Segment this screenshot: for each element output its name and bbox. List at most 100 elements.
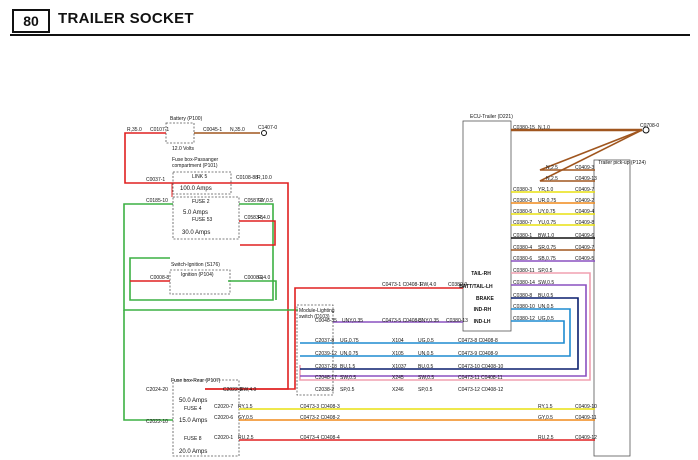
- fuse2-label: FUSE 53: [192, 217, 213, 223]
- module-c: C0048-35: [315, 318, 337, 324]
- fusebox-pass-c-right: C0108-88: [236, 175, 258, 181]
- ignition-title: Switch-Ignition (S176): [171, 262, 220, 268]
- battery-volts: 12.0 Volts: [172, 146, 194, 152]
- ecu-row-connector: C0380-6: [513, 256, 532, 262]
- ecu-c-in: C0380-9: [448, 282, 467, 288]
- bottom-row-connector: C2020-7: [214, 404, 233, 410]
- ecu-pin-label: BATT/TAIL-LH: [459, 284, 493, 290]
- fuse-group-frame: [172, 196, 240, 240]
- ecu-row-wire: UN,0.5: [538, 304, 554, 310]
- fusebox-rear-title: Fuse box-Rear (P107): [171, 378, 221, 384]
- bottom-row-connector: C2020-1: [214, 435, 233, 441]
- pickup-row-connector: C0409-12: [575, 435, 597, 441]
- pickup-row-connector: C0409-5: [575, 256, 594, 262]
- ecu-row-wire: N,2.5: [546, 176, 558, 182]
- bottom-row-wire-2: RU,2.5: [538, 435, 554, 441]
- fusebox-rear-c-right: C2022-3: [223, 387, 242, 393]
- ecu-row-connector: C0380-1: [513, 233, 532, 239]
- ecu-row-connector: C0380-4: [513, 245, 532, 251]
- ecu-row-connector: C0380-7: [513, 220, 532, 226]
- ecu-row-connector: C0380-11: [513, 268, 535, 274]
- mid-row-connector: C2038-2: [315, 387, 334, 393]
- wire-red-fuse: [239, 220, 276, 246]
- ignition-c-right: C0008-9: [244, 275, 263, 281]
- fusebox-pass-amps: 100.0 Amps: [180, 186, 212, 192]
- mid-row-connector: C2039-12: [315, 351, 337, 357]
- ecu-row-connector: C0380-8: [513, 293, 532, 299]
- bottom-row-wire-2: GY,0.5: [538, 415, 553, 421]
- fuse2-c: C0583-5: [244, 215, 263, 221]
- ecu-row-wire: SR,0.75: [538, 245, 556, 251]
- mid-row-wire: UG,0.75: [340, 338, 359, 344]
- battery-symbol: [165, 122, 195, 144]
- ecu-row-wire: N,1.0: [538, 125, 550, 131]
- ecu-pin-label: TAIL-RH: [471, 271, 491, 277]
- module-lighting-frame: [296, 304, 334, 396]
- ecu-trailer-frame: [462, 120, 512, 332]
- pickup-row-connector: C0409-7: [575, 187, 594, 193]
- mid-row-connector: C2048-17: [315, 375, 337, 381]
- fusebox-rear-amps: 50.0 Amps: [179, 398, 207, 404]
- ignition-c-left: C0008-8: [150, 275, 169, 281]
- battery-wire-right: N,35.0: [230, 127, 245, 133]
- ecu-wire-in: RW,4.0: [420, 282, 437, 288]
- ignition-frame: [169, 269, 231, 295]
- rear-fuse1-amps: 15.0 Amps: [179, 418, 207, 424]
- mid-row-wire-2: UG,0.5: [418, 338, 434, 344]
- pickup-title: Trailer pick-up (P124): [598, 160, 646, 166]
- ecu-row-wire: UG,0.5: [538, 316, 554, 322]
- wire-red-main: [124, 132, 289, 390]
- fusebox-pass-c-left: C0037-1: [146, 177, 165, 183]
- mid-row-wire: SW,0.5: [340, 375, 356, 381]
- pickup-row-connector: C0409-7: [575, 245, 594, 251]
- splice-label: X1037: [392, 364, 407, 370]
- mid-row-connector-2: C0473-12 C0408-12: [458, 387, 504, 393]
- wire-green-fuse: [129, 203, 274, 301]
- mid-row-connector-2: C0473-11 C0408-11: [458, 375, 503, 381]
- pickup-row-connector: C0409-11: [575, 415, 597, 421]
- wire-green-left: [123, 203, 298, 311]
- splice-label: X245: [392, 375, 404, 381]
- ecu-row-connector: C0380-14: [513, 280, 535, 286]
- battery-c-right: C0045-1: [203, 127, 222, 133]
- ecu-row-wire: SW,0.5: [538, 280, 554, 286]
- wire-green-rear: [123, 310, 173, 421]
- mid-row-connector-2: C0473-10 C0408-10: [458, 364, 504, 370]
- mid-row-wire-2: UN,0.5: [418, 351, 434, 357]
- bottom-row-connector-2: C0473-2 C0408-2: [300, 415, 340, 421]
- battery-c-end: C1407-0: [258, 125, 277, 131]
- ecu-row-connector: C0380-15: [513, 125, 535, 131]
- battery-title: Battery (P100): [170, 116, 203, 122]
- pickup-row-connector: C0409-13: [575, 176, 597, 182]
- ignition-wire: G,4.0: [258, 275, 270, 281]
- fuse1-wire: GY,0.5: [258, 198, 273, 204]
- battery-terminal-icon: [261, 130, 267, 136]
- ecu-row-wire: UY,0.75: [538, 209, 556, 215]
- mid-row-connector: C2037-8: [315, 338, 334, 344]
- wire-sp-loop: [299, 272, 591, 381]
- ecu-row-wire: N,2.5: [546, 165, 558, 171]
- module-wire-2: UNY,0.35: [418, 318, 439, 324]
- mid-row-connector-2: C0473-9 C0408-9: [458, 351, 498, 357]
- ecu-row-wire: YR,1.0: [538, 187, 554, 193]
- fusebox-pass-link: LINK 5: [192, 174, 208, 180]
- mid-row-wire-2: SW,0.5: [418, 375, 434, 381]
- ecu-row-wire: UR,0.75: [538, 198, 557, 204]
- bottom-row-connector-2: C0473-3 C0408-3: [300, 404, 340, 410]
- ecu-pin-label: IND-LH: [474, 319, 491, 325]
- mid-row-wire: SP,0.5: [340, 387, 355, 393]
- bottom-row-wire: GY,0.5: [238, 415, 253, 421]
- bottom-row-wire: RY,1.5: [238, 404, 253, 410]
- ecu-row-connector: C0380-3: [513, 187, 532, 193]
- fuse-c-left: C0185-10: [146, 198, 168, 204]
- fusebox-pass-title-1: Fuse box-Passanger: [172, 157, 218, 163]
- ecu-row-wire: SB,0.75: [538, 256, 556, 262]
- ecu-row-wire: SP,0.5: [538, 268, 553, 274]
- mid-row-wire: BU,1.5: [340, 364, 356, 370]
- pickup-row-connector: C0409-10: [575, 404, 597, 410]
- bottom-row-wire-2: RY,1.5: [538, 404, 553, 410]
- pickup-row-connector: C0409-6: [575, 233, 594, 239]
- module-title-2: switch (D103): [299, 314, 330, 320]
- pickup-row-connector: C0409-3: [575, 165, 594, 171]
- rear-fuse1: FUSE 4: [184, 406, 202, 412]
